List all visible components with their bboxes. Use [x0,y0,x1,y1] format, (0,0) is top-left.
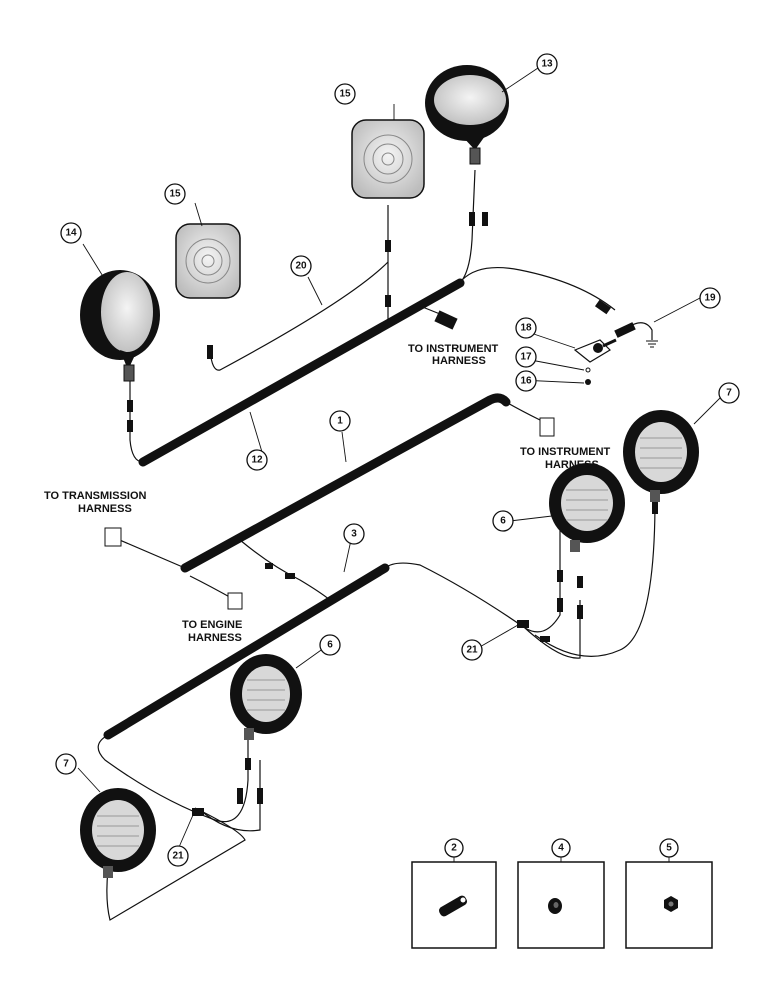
svg-text:16: 16 [520,376,532,387]
svg-text:7: 7 [726,388,732,399]
svg-text:17: 17 [520,352,532,363]
callout-15-right: 15 [334,83,356,105]
callout-19: 19 [699,287,721,309]
lamp-7-left [80,788,156,878]
svg-text:3: 3 [351,529,357,540]
wire-harness3-to-left [97,720,249,823]
svg-text:14: 14 [65,228,77,239]
callout-4: 4 [551,838,571,858]
callout-20: 20 [290,255,312,277]
wire-harness3-to-right [384,530,561,633]
callout-6-right: 6 [492,510,514,532]
callout-7-right: 7 [718,382,740,404]
callout-16: 16 [515,370,537,392]
wire-to-instrument-mid [505,401,541,421]
callout-5: 5 [659,838,679,858]
wire-harness3-to-right2 [524,600,581,659]
wire-harness3-to-lamp7r [534,499,656,657]
callout-18: 18 [515,317,537,339]
callout-7-left: 7 [55,753,77,775]
svg-text:4: 4 [558,843,564,854]
svg-text:21: 21 [466,645,478,656]
callout-21-left: 21 [167,845,189,867]
lamp-6-lower [230,654,302,740]
nut-icon [664,896,678,912]
svg-text:13: 13 [541,59,553,70]
harness-3 [103,563,390,740]
lamp-15-left [175,223,241,299]
svg-text:6: 6 [327,640,333,651]
callout-3: 3 [343,523,365,545]
svg-text:7: 7 [63,759,69,770]
wire-harness12-to-lamp13 [459,169,476,284]
switch-assembly [573,338,617,385]
callout-15-left: 15 [164,183,186,205]
svg-text:21: 21 [172,851,184,862]
svg-text:20: 20 [295,261,307,272]
leader-lines [77,67,721,855]
callout-21-right: 21 [461,639,483,661]
callout-17: 17 [515,346,537,368]
wire-to-transmission [114,537,186,569]
harness-1 [180,393,511,573]
svg-text:19: 19 [704,293,716,304]
svg-text:6: 6 [500,516,506,527]
connector-plugs [104,212,658,816]
wire-harness12-to-lamp14 [129,360,144,463]
svg-text:5: 5 [666,843,672,854]
lamp-13 [425,65,509,165]
grommet-icon [548,898,562,914]
lamp-7-right [623,410,699,502]
wire-harness3-to-lamp7l [106,807,246,921]
wire-harness12-to-switch [461,267,616,311]
lamp-15-right [351,119,425,199]
callout-2: 2 [444,838,464,858]
svg-text:1: 1 [337,416,343,427]
lamp-6-right [549,463,625,552]
ground-wire-19 [629,322,658,348]
label-to-transmission-harness: TO TRANSMISSION HARNESS [44,490,150,515]
wire-harness1-branch [239,539,331,601]
svg-text:15: 15 [339,89,351,100]
terminal-icon [438,895,468,917]
label-to-instrument-harness-mid: TO INSTRUMENT HARNESS [520,446,613,471]
callout-14: 14 [60,222,82,244]
svg-text:2: 2 [451,843,457,854]
svg-text:15: 15 [169,189,181,200]
label-to-instrument-harness-top: TO INSTRUMENT HARNESS [408,343,501,367]
harness-12 [138,278,465,467]
wire-20 [209,261,389,371]
callout-1: 1 [329,410,351,432]
callout-13: 13 [536,53,558,75]
inset-part-2: 2 [411,838,497,949]
svg-text:12: 12 [251,455,263,466]
inset-part-5: 5 [625,838,713,949]
svg-text:18: 18 [520,323,532,334]
inset-part-4: 4 [517,838,605,949]
callout-6-lower: 6 [319,634,341,656]
lamp-14 [80,270,160,382]
label-to-engine-harness: TO ENGINE HARNESS [182,619,245,644]
callout-12: 12 [246,449,268,471]
